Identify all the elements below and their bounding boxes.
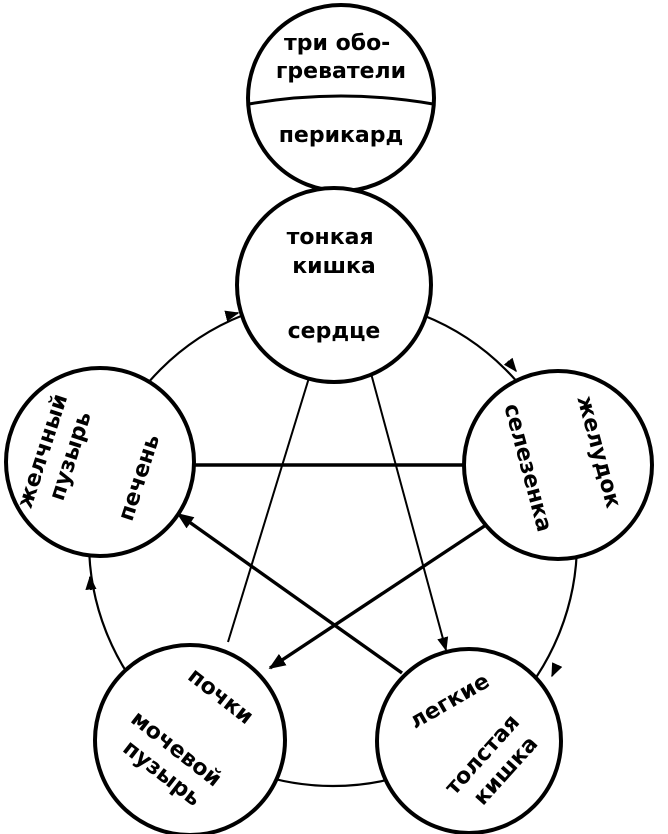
cycle-arrowhead-earth (503, 357, 517, 373)
pericardium-divider (248, 94, 434, 106)
water-circle (93, 643, 287, 834)
pericardium-yang-label: три обо- греватели (276, 31, 406, 84)
water-node: почки мочевой пузырь (93, 643, 287, 834)
cycle-arrowhead-metal (551, 662, 563, 678)
arrow-kidneys-to-heart (227, 366, 314, 643)
earth-circle (462, 369, 654, 561)
pericardium-yang-line-2: греватели (276, 59, 406, 84)
pericardium-yang-line-1: три обо- (284, 31, 390, 56)
arrow-lungs-to-liver (176, 512, 403, 675)
fire-node: тонкая кишка сердце (235, 186, 433, 384)
wood-circle (4, 366, 196, 558)
arrow-spleen-to-kidneys (268, 519, 493, 670)
cycle-arrowhead-fire (224, 310, 240, 322)
fire-yang-label: тонкая кишка (287, 225, 382, 279)
arrow-heart-to-lungs (368, 365, 449, 652)
fire-yang-line-1: тонкая (287, 225, 374, 250)
earth-node: селезенка желудок (462, 369, 654, 561)
pericardium-node: три обо- греватели перикард (246, 3, 436, 193)
metal-circle (375, 647, 563, 834)
fire-yang-line-2: кишка (292, 254, 376, 279)
pericardium-yin-label: перикард (279, 123, 404, 148)
wood-node: желчный пузырь печень (4, 366, 196, 558)
metal-node: легкие толстая кишка (375, 647, 563, 834)
fire-yin-label: сердце (288, 319, 381, 344)
cycle-arrowhead-wood (85, 575, 97, 591)
fire-circle (235, 186, 433, 384)
